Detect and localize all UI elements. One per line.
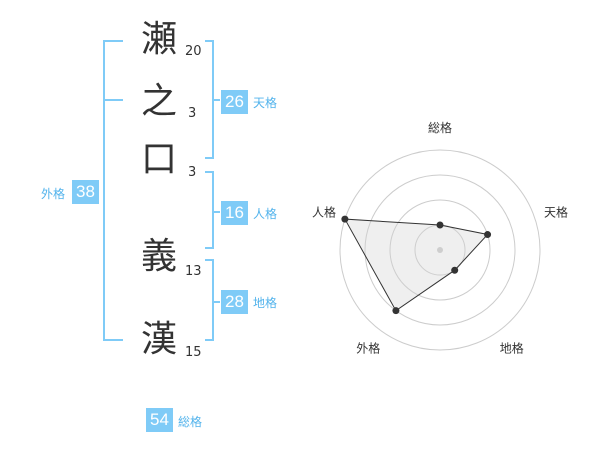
radar-grid-ring-3 bbox=[364, 174, 516, 326]
stroke-count-5: 15 bbox=[185, 345, 202, 360]
name-char-3: 口 bbox=[140, 139, 177, 180]
jinkaku-label: 人格 bbox=[253, 207, 278, 221]
name-char-4: 義 bbox=[140, 236, 177, 277]
radar-axis-label-3: 地格 bbox=[500, 341, 524, 356]
radar-axis-label-4: 外格 bbox=[356, 341, 380, 356]
gaikaku-value: 38 bbox=[72, 180, 99, 204]
name-char-1: 瀬 bbox=[140, 19, 177, 60]
tenkaku-label: 天格 bbox=[253, 96, 278, 110]
chikaku-value: 28 bbox=[221, 290, 248, 314]
name-char-5: 漢 bbox=[140, 319, 177, 360]
radar-point-3 bbox=[451, 266, 459, 274]
radar-axis-label-5: 人格 bbox=[312, 204, 336, 219]
chikaku-label: 地格 bbox=[253, 296, 278, 310]
stroke-count-1: 20 bbox=[185, 44, 202, 59]
radar-point-4 bbox=[392, 307, 400, 315]
gaikaku-label: 外格 bbox=[41, 187, 66, 201]
soukaku-label: 総格 bbox=[178, 415, 203, 429]
stroke-count-2: 3 bbox=[188, 106, 197, 121]
radar-point-2 bbox=[484, 231, 492, 239]
radar-grid-ring-2 bbox=[389, 199, 491, 301]
chikaku-bracket bbox=[205, 259, 220, 341]
jinkaku-value: 16 bbox=[221, 201, 248, 225]
stroke-count-3: 3 bbox=[188, 165, 197, 180]
jinkaku-bracket bbox=[205, 171, 220, 249]
soukaku-value: 54 bbox=[146, 408, 173, 432]
tenkaku-value: 26 bbox=[221, 90, 248, 114]
tenkaku-bracket bbox=[205, 40, 220, 159]
radar-axis-label-2: 天格 bbox=[544, 204, 568, 219]
stroke-count-4: 13 bbox=[185, 264, 202, 279]
radar-center-dot bbox=[437, 247, 443, 253]
name-char-2: 之 bbox=[140, 81, 177, 122]
radar-value-polygon bbox=[344, 218, 489, 312]
radar-point-1 bbox=[436, 221, 444, 229]
radar-grid-ring-4 bbox=[339, 149, 541, 351]
gaikaku-bracket bbox=[103, 40, 123, 341]
radar-point-5 bbox=[341, 215, 349, 223]
radar-axis-label-1: 総格 bbox=[428, 120, 452, 135]
